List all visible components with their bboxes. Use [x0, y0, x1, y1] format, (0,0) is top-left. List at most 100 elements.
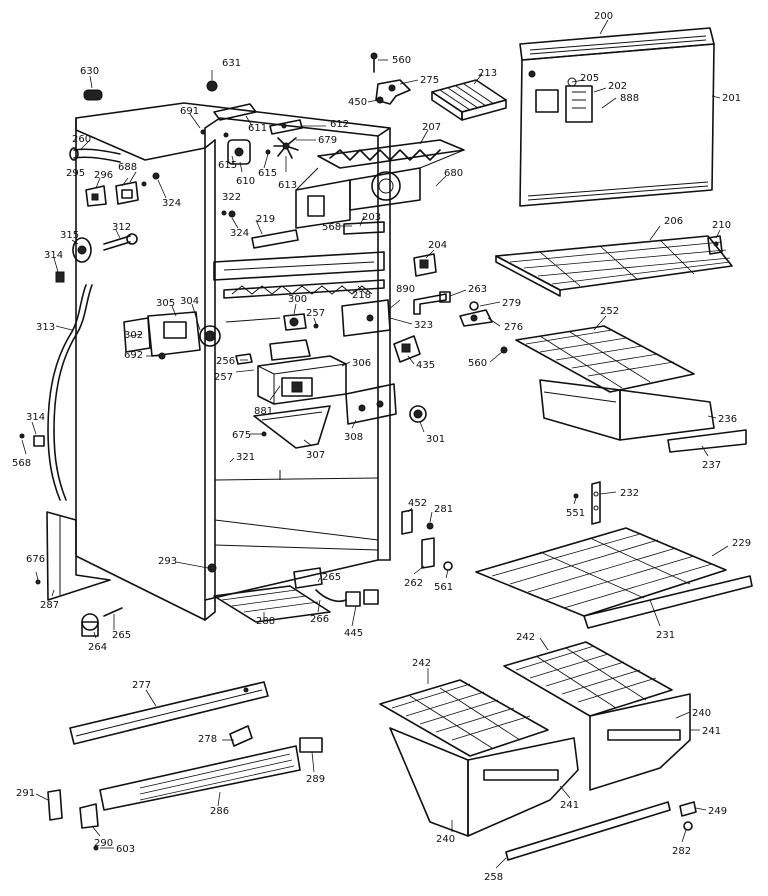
part-label: 241 — [560, 800, 579, 811]
part-label: 560 — [392, 55, 411, 66]
part-label: 291 — [16, 788, 35, 799]
evaporator-207 — [295, 139, 465, 229]
part-label: 241 — [702, 726, 721, 737]
air-duct-307 — [253, 405, 331, 449]
part-label: 612 — [330, 119, 349, 130]
part-label: 560 — [468, 358, 487, 369]
part-label: 218 — [352, 290, 371, 301]
part-label: 300 — [288, 294, 307, 305]
part-label: 266 — [310, 614, 329, 625]
part-label: 265 — [112, 630, 131, 641]
bracket-204 — [413, 253, 437, 277]
control-knob-301 — [409, 405, 427, 423]
part-labels: 200 201 202 205 888 213 275 560 450 207 … — [12, 11, 751, 883]
part-label: 264 — [88, 642, 107, 653]
part-label: 290 — [94, 838, 113, 849]
part-label: 293 — [158, 556, 177, 567]
light-socket-435 — [393, 335, 421, 363]
part-label: 262 — [404, 578, 423, 589]
part-label: 282 — [672, 846, 691, 857]
fan-motor — [227, 137, 299, 165]
part-label: 568 — [322, 222, 341, 233]
top-bracket-611 — [213, 103, 303, 138]
part-label: 237 — [702, 460, 721, 471]
part-label: 307 — [306, 450, 325, 461]
part-label: 676 — [26, 554, 45, 565]
part-label: 305 — [156, 298, 175, 309]
part-label: 296 — [94, 170, 113, 181]
part-label: 615 — [258, 168, 277, 179]
part-label: 278 — [198, 734, 217, 745]
part-label: 256 — [216, 356, 235, 367]
rail-232 — [573, 481, 601, 525]
part-label: 631 — [222, 58, 241, 69]
part-label: 675 — [232, 430, 251, 441]
leader-lines — [21, 19, 729, 869]
crisper-drawer-right — [503, 641, 691, 791]
ice-tray-213 — [431, 79, 507, 121]
part-label: 242 — [516, 632, 535, 643]
part-label: 229 — [732, 538, 751, 549]
part-label: 691 — [180, 106, 199, 117]
part-label: 680 — [444, 168, 463, 179]
part-label: 324 — [162, 198, 181, 209]
drawer-support — [505, 801, 697, 861]
freezer-door — [519, 27, 715, 207]
part-label: 263 — [468, 284, 487, 295]
part-label: 450 — [348, 97, 367, 108]
part-label: 281 — [434, 504, 453, 515]
part-label: 615 — [218, 160, 237, 171]
part-label: 551 — [566, 508, 585, 519]
toe-grille — [69, 681, 323, 811]
fasteners-top — [83, 80, 218, 135]
part-label: 236 — [718, 414, 737, 425]
part-label: 630 — [80, 66, 99, 77]
part-label: 258 — [484, 872, 503, 883]
crisper-drawer-left — [379, 679, 579, 837]
part-label: 890 — [396, 284, 415, 295]
part-label: 279 — [502, 298, 521, 309]
part-label: 306 — [352, 358, 371, 369]
control-plate-308 — [345, 383, 397, 425]
part-label: 314 — [44, 250, 63, 261]
part-label: 213 — [478, 68, 497, 79]
part-label: 314 — [26, 412, 45, 423]
part-label: 206 — [664, 216, 683, 227]
leveling-parts — [35, 579, 123, 637]
part-label: 219 — [256, 214, 275, 225]
part-label: 301 — [426, 434, 445, 445]
part-label: 252 — [600, 306, 619, 317]
part-label: 201 — [722, 93, 741, 104]
freezer-shelf-206 — [495, 235, 733, 297]
lower-hinge-parts — [401, 509, 453, 571]
part-label: 207 — [422, 122, 441, 133]
part-label: 603 — [116, 844, 135, 855]
part-label: 231 — [656, 630, 675, 641]
part-label: 452 — [408, 498, 427, 509]
grille-clips — [47, 789, 99, 851]
part-label: 210 — [712, 220, 731, 231]
part-label: 240 — [692, 708, 711, 719]
hinge-bracket-890 — [341, 299, 391, 337]
part-label: 445 — [344, 628, 363, 639]
part-label: 313 — [36, 322, 55, 333]
part-label: 277 — [132, 680, 151, 691]
part-label: 688 — [118, 162, 137, 173]
part-label: 257 — [214, 372, 233, 383]
mullion-strips — [213, 210, 385, 299]
meat-pan-252 — [515, 325, 747, 453]
part-label: 679 — [318, 135, 337, 146]
left-fittings — [19, 233, 138, 447]
part-label: 323 — [414, 320, 433, 331]
part-label: 308 — [344, 432, 363, 443]
part-label: 613 — [278, 180, 297, 191]
part-label: 611 — [248, 123, 267, 134]
shelf-bracket-210 — [707, 235, 723, 255]
part-label: 289 — [306, 774, 325, 785]
part-label: 287 — [40, 600, 59, 611]
part-label: 435 — [416, 360, 435, 371]
part-label: 232 — [620, 488, 639, 499]
part-label: 275 — [420, 75, 439, 86]
part-label: 260 — [72, 134, 91, 145]
